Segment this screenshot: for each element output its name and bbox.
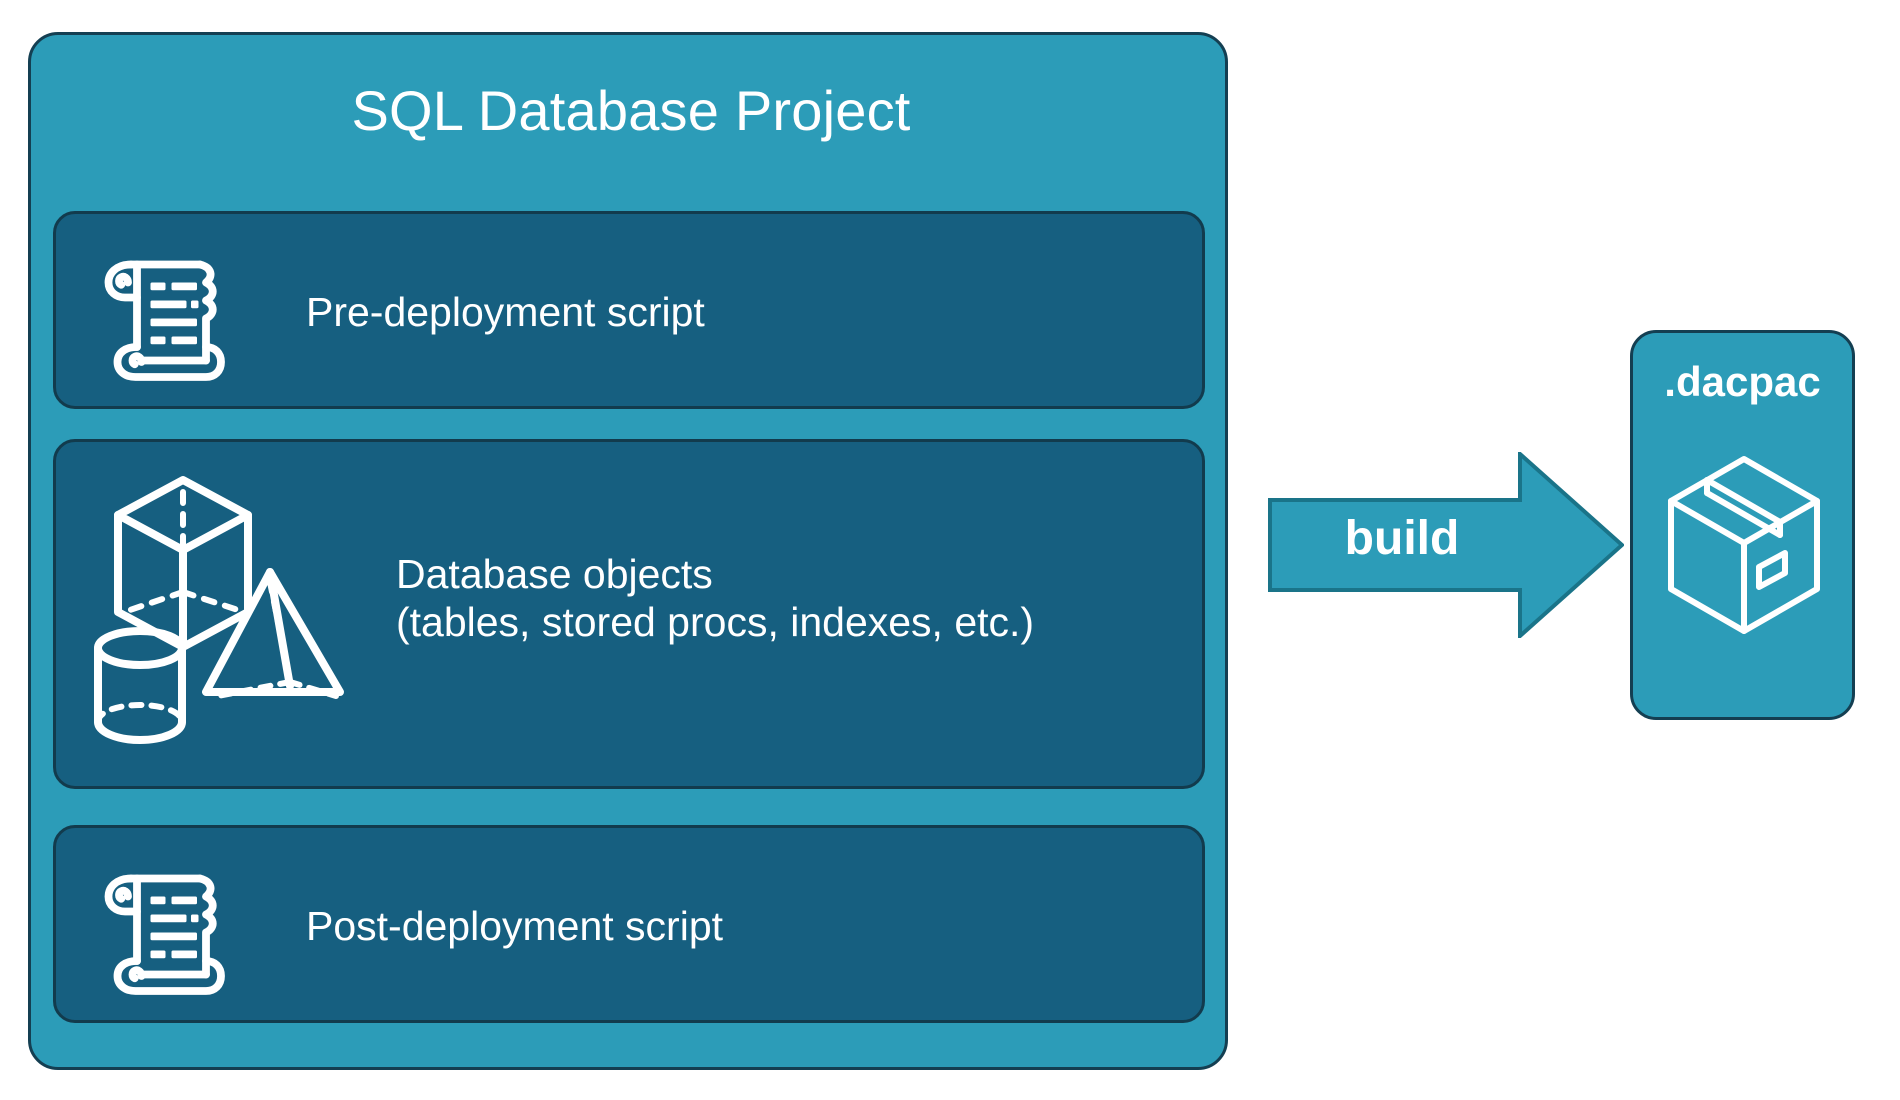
pre-deployment-script-label: Pre-deployment script xyxy=(306,289,705,335)
scroll-icon xyxy=(92,850,242,1005)
database-objects-label-line2: (tables, stored procs, indexes, etc.) xyxy=(396,599,1035,646)
build-arrow: build xyxy=(1268,449,1626,641)
dacpac-output-card[interactable]: .dacpac xyxy=(1630,330,1855,720)
database-objects-label: Database objects (tables, stored procs, … xyxy=(396,550,1034,647)
pre-deployment-script-card[interactable]: Pre-deployment script xyxy=(53,211,1205,409)
arrow-right-icon xyxy=(1268,449,1626,641)
package-box-icon xyxy=(1659,439,1829,664)
database-objects-label-line1: Database objects xyxy=(396,551,713,597)
scroll-icon xyxy=(92,236,242,391)
3d-shapes-icon xyxy=(78,460,378,775)
page-title: SQL Database Project xyxy=(351,79,911,142)
dacpac-title: .dacpac xyxy=(1664,358,1821,405)
post-deployment-script-label: Post-deployment script xyxy=(306,903,724,949)
sql-database-project-card: SQL Database Project xyxy=(28,32,1228,1070)
post-deployment-script-card[interactable]: Post-deployment script xyxy=(53,825,1205,1023)
database-objects-card[interactable]: Database objects (tables, stored procs, … xyxy=(53,439,1205,789)
